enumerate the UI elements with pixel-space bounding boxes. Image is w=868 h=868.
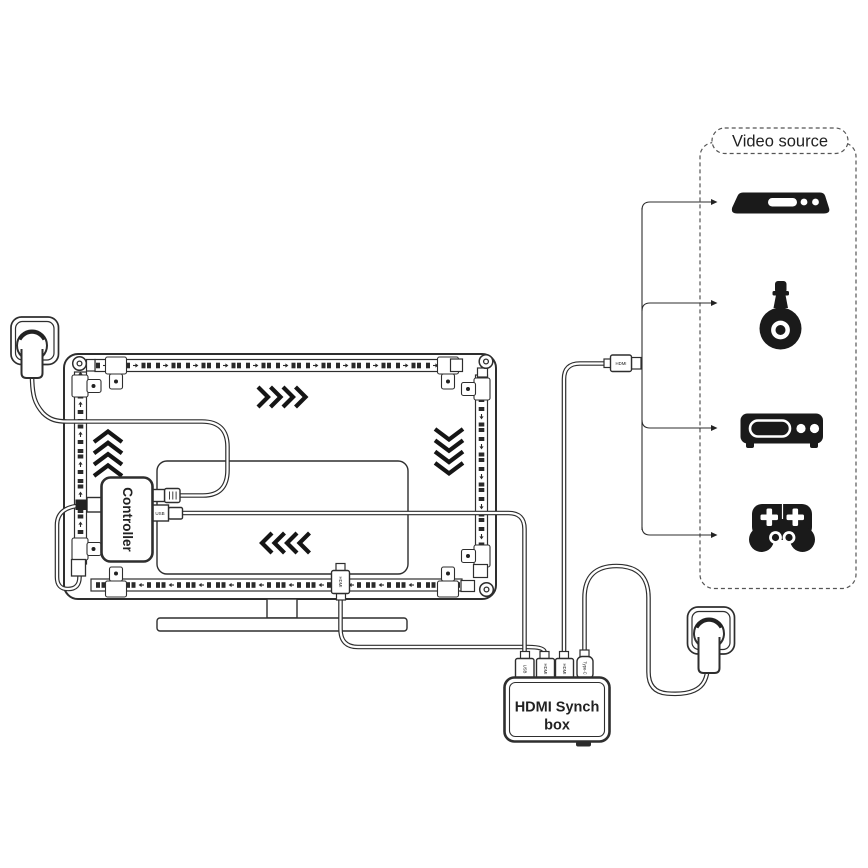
strip-clip — [460, 377, 491, 401]
game-controller-icon — [749, 504, 815, 552]
strip-eyelet — [71, 355, 88, 372]
strip-clip — [436, 566, 460, 598]
tv-hdmi-plug-label: HDMI — [338, 577, 343, 588]
controller-power-plug — [163, 487, 181, 504]
tv-hdmi-plug: HDMI — [330, 562, 351, 601]
strip-eyelet — [478, 353, 494, 370]
strip-clip — [460, 544, 491, 568]
arrowhead — [711, 199, 718, 205]
controller-strip-connector-tip — [75, 499, 87, 510]
camera-icon — [759, 281, 802, 350]
strip-eyelet — [478, 581, 495, 598]
controller-box: USB Controller — [70, 476, 184, 577]
direction-arrows-left — [92, 428, 124, 478]
direction-arrows-top — [256, 385, 309, 409]
sync-port-usb-label: USB — [522, 665, 527, 674]
video-source-panel: Video source — [641, 127, 857, 590]
direction-arrows-bottom — [259, 531, 311, 555]
video-source-title: Video source — [732, 133, 828, 151]
strip-clip — [71, 537, 102, 561]
led-strip-left — [73, 371, 88, 565]
strip-input-connector — [70, 558, 87, 577]
sync-box-label-line2: box — [544, 718, 570, 734]
sync-port-hdmi2-label: HDMI — [562, 664, 567, 675]
strip-clip — [104, 356, 128, 390]
sync-box-label-line1: HDMI Synch — [515, 700, 600, 716]
hdmi-cable-tv — [338, 595, 547, 655]
streaming-device-icon — [731, 192, 830, 214]
led-strip-top — [94, 358, 452, 373]
strip-jumper-cable — [54, 503, 87, 592]
set-top-box-icon — [740, 413, 823, 448]
strip-clip — [71, 374, 102, 398]
source-hdmi-plug-label: HDMI — [616, 361, 627, 366]
strip-clip — [104, 566, 128, 598]
sync-port-usb: USB — [514, 650, 535, 681]
strip-clips — [71, 356, 491, 598]
source-bus-lines — [641, 199, 718, 538]
led-strip-bottom — [90, 578, 463, 592]
led-strip-right — [474, 374, 489, 566]
hdmi-sync-box: USB HDMI HDMI Type-C HDMI Synch box — [503, 649, 611, 747]
arrowhead — [711, 532, 718, 538]
tv-stand — [156, 598, 408, 632]
sync-box-tab — [576, 741, 591, 747]
controller-label: Controller — [120, 487, 135, 552]
controller-usb-plug — [167, 506, 184, 520]
usb-cable — [179, 510, 527, 655]
arrowhead — [711, 300, 718, 306]
hdmi-cable-source — [561, 361, 613, 655]
arrowhead — [711, 425, 718, 431]
power-cable-left — [29, 371, 230, 498]
power-adapter-right — [693, 617, 725, 674]
usb-port-label: USB — [155, 511, 164, 516]
power-cable-right — [582, 563, 710, 697]
direction-arrows-right — [433, 427, 465, 477]
strip-eyelets — [71, 353, 495, 598]
tv-back-panel — [156, 460, 409, 575]
source-hdmi-plug: HDMI — [603, 354, 642, 373]
video-source-title-pill — [711, 127, 849, 155]
power-adapter-left — [16, 329, 48, 379]
sync-port-hdmi1-label: HDMI — [543, 664, 548, 675]
sync-port-hdmi-1: HDMI — [535, 650, 556, 681]
tv — [63, 353, 497, 632]
sync-port-typec: Type-C — [576, 649, 594, 680]
sync-port-typec-label: Type-C — [583, 661, 588, 674]
controller-strip-connector — [86, 496, 103, 513]
sync-port-hdmi-2: HDMI — [554, 650, 575, 681]
